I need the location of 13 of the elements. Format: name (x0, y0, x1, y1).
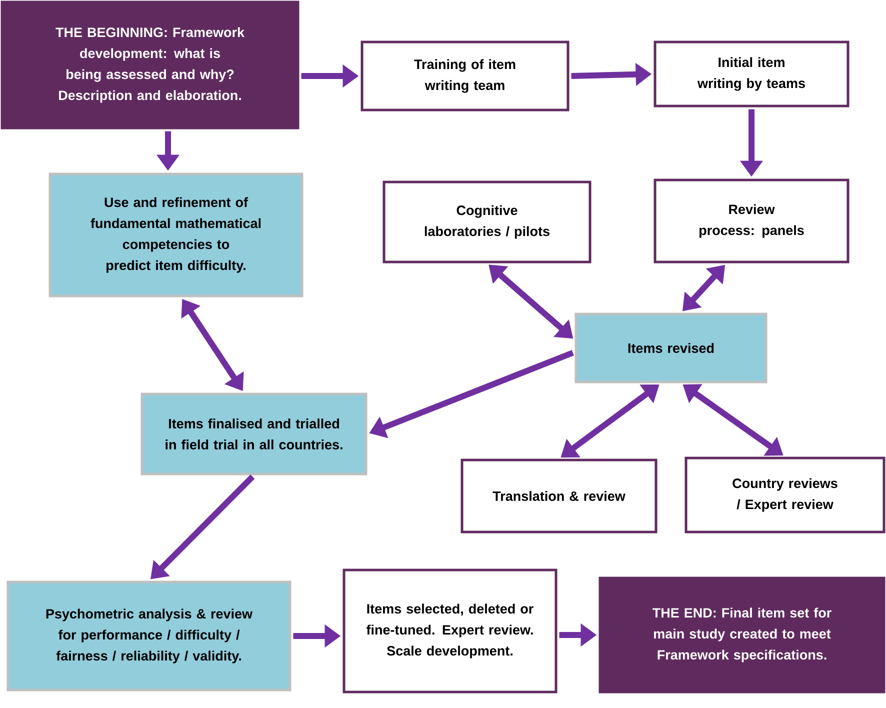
start-end-box: THE END: Final item set for main study created to meet Framework specifications. (598, 576, 886, 694)
process-box: Cognitive laboratories / pilots (382, 180, 592, 264)
highlight-box: Items finalised and trialled in field trial in all countries. (140, 392, 368, 476)
start-end-box: THE BEGINNING: Framework development: what is being assessed and why? Description and elaboration. (0, 0, 300, 130)
highlight-box: Items revised (574, 312, 768, 384)
process-box: Country reviews / Expert review (684, 456, 886, 534)
process-box: Translation & review (460, 458, 658, 534)
process-box: Review process: panels (654, 178, 850, 264)
process-box: Initial item writing by teams (654, 40, 850, 108)
process-box: Training of item writing team (360, 40, 570, 112)
highlight-box: Use and refinement of fundamental mathematical competencies to predict item difficulty. (48, 172, 304, 298)
highlight-box: Psychometric analysis & review for performance / difficulty / fairness / reliability / validity. (6, 580, 292, 692)
process-box: Items selected, deleted or fine-tuned. Expert review. Scale development. (342, 568, 558, 694)
